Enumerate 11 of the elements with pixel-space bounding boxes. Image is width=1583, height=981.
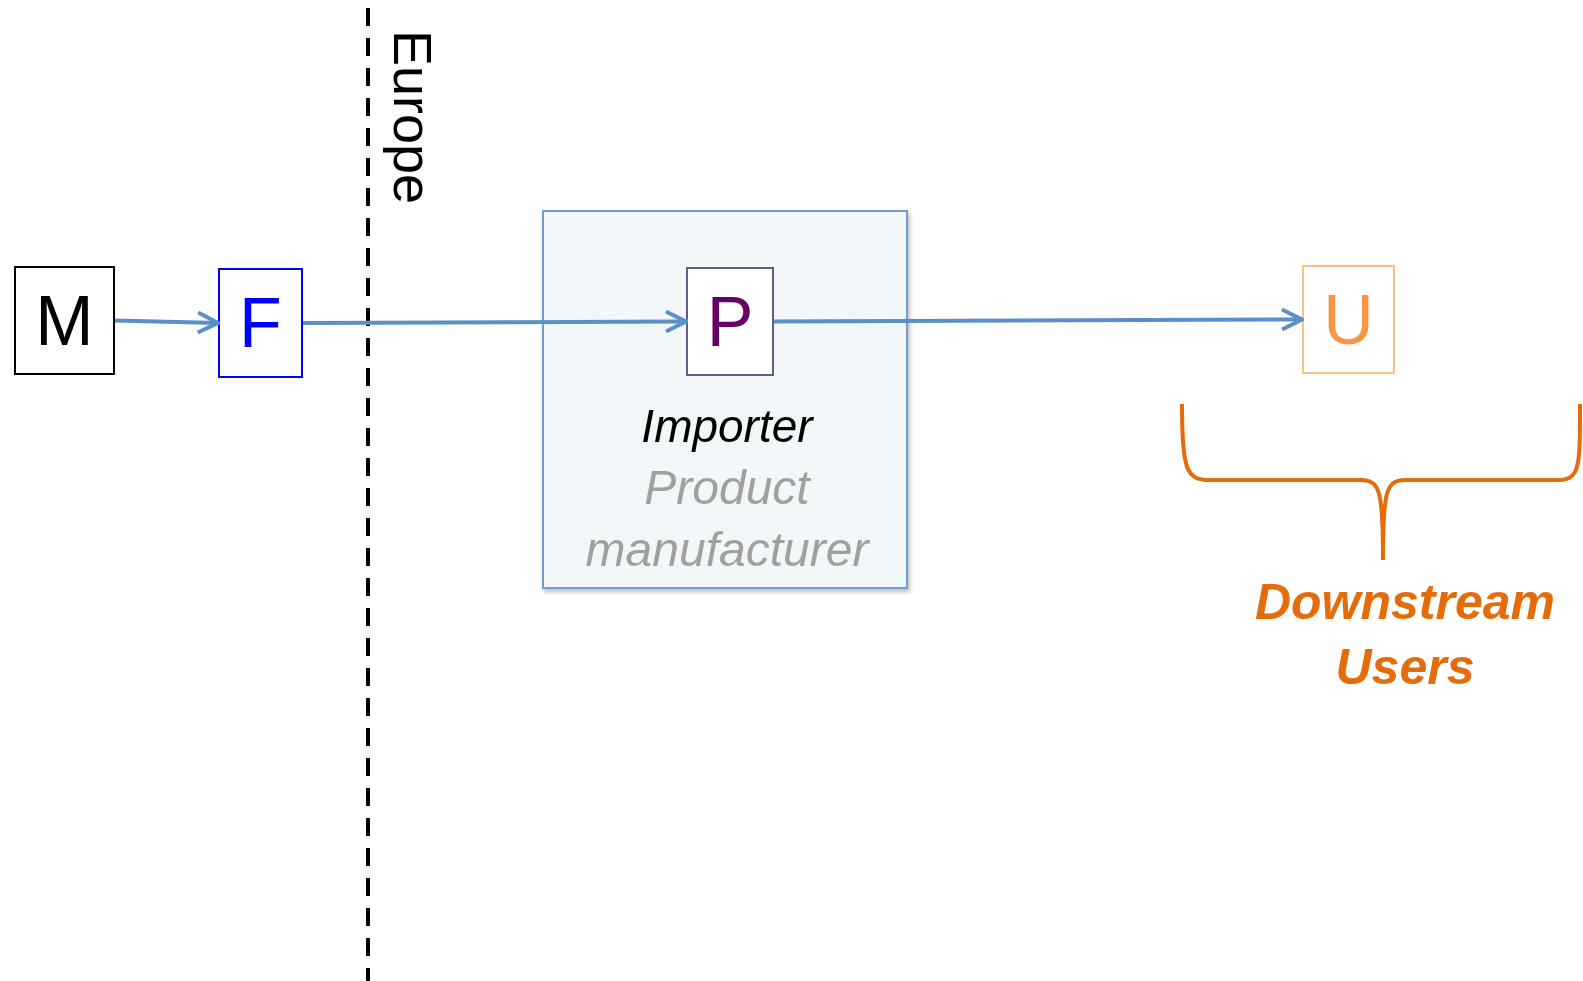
entity-box: U [1302,265,1395,374]
group-label: Downstream Users [1253,573,1557,697]
entity-box: P [686,267,774,376]
group-box [542,210,908,589]
role-label: Importer [640,399,815,454]
arrow [114,310,220,335]
entity-box: F [218,268,303,378]
role-sublabel: Product manufacturer [584,460,871,579]
arrow [774,307,1304,332]
entity-box: M [14,266,115,375]
arrow [303,309,688,334]
